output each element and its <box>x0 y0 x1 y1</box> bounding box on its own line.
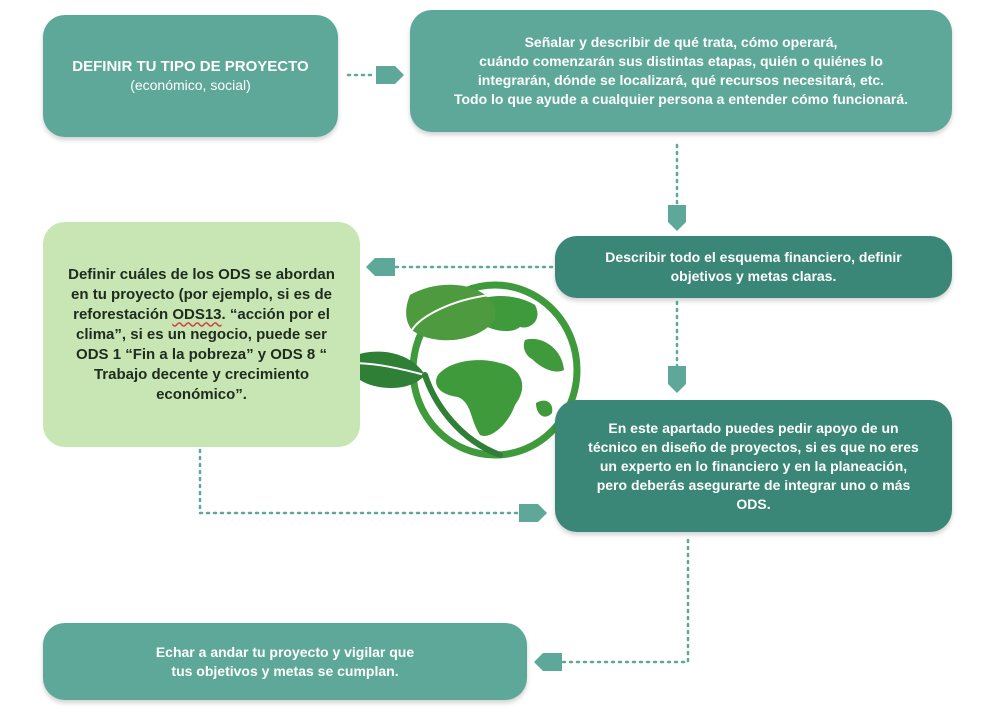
step-launch-line: tus objetivos y metas se cumplan. <box>171 662 399 679</box>
step-type-box: DEFINIR TU TIPO DE PROYECTO (económico, … <box>43 15 338 137</box>
step-ods-text-2: . “acción por el clima”, si es un negoci… <box>76 305 330 403</box>
step-describe-box: Señalar y describir de qué trata, cómo o… <box>410 10 952 132</box>
step-ods-bold-intro: Definir cuáles de los ODS se abordan en … <box>68 265 335 303</box>
arrow-down-icon <box>668 366 686 393</box>
connector-ods-support <box>198 448 521 515</box>
step-describe-content: Señalar y describir de qué trata, cómo o… <box>454 33 908 109</box>
step-type-title: DEFINIR TU TIPO DE PROYECTO <box>72 58 309 75</box>
step-financial-line: Describir todo el esquema financiero, de… <box>605 249 902 265</box>
step-ods-text-1: (por ejemplo, si es de reforestación <box>73 285 332 323</box>
step-financial-content: Describir todo el esquema financiero, de… <box>605 248 901 286</box>
step-describe-line: Todo lo que ayude a cualquier persona a … <box>453 91 909 107</box>
arrow-right-icon <box>519 504 547 522</box>
arrow-right-icon <box>376 66 404 84</box>
step-type-content: DEFINIR TU TIPO DE PROYECTO (económico, … <box>72 57 308 95</box>
arrow-left-icon <box>366 258 395 276</box>
step-support-line: un experto en lo financiero y en la plan… <box>599 457 908 474</box>
step-support-line: técnico en diseño de proyectos, si es qu… <box>588 438 919 455</box>
step-support-box: En este apartado puedes pedir apoyo de u… <box>555 400 952 532</box>
step-launch-line: Echar a andar tu proyecto y vigilar que <box>155 643 415 660</box>
step-support-line: ODS. <box>736 495 771 512</box>
step-support-line: pero deberás asegurarte de integrar uno … <box>596 476 911 493</box>
step-ods-content: Definir cuáles de los ODS se abordan en … <box>65 265 338 405</box>
step-financial-box: Describir todo el esquema financiero, de… <box>555 236 952 298</box>
step-launch-box: Echar a andar tu proyecto y vigilar que … <box>43 623 527 700</box>
step-ods-ods13: ODS13 <box>172 305 222 323</box>
step-ods-box: Definir cuáles de los ODS se abordan en … <box>43 222 360 447</box>
step-support-content: En este apartado puedes pedir apoyo de u… <box>588 419 919 514</box>
step-type-subtitle: (económico, social) <box>130 77 251 93</box>
step-describe-line: Señalar y describir de qué trata, cómo o… <box>524 34 838 50</box>
step-financial-line: objetivos y metas claras. <box>670 268 837 284</box>
arrow-down-icon <box>668 205 686 231</box>
step-describe-line: integrarán, dónde se localizará, qué rec… <box>477 72 885 88</box>
arrow-left-icon <box>534 653 562 671</box>
connector-support-launch <box>560 538 690 664</box>
step-support-line: En este apartado puedes pedir apoyo de u… <box>608 419 899 436</box>
step-describe-line: cuándo comenzarán sus distintas etapas, … <box>479 53 883 69</box>
globe-leaves-icon <box>345 281 581 459</box>
step-launch-content: Echar a andar tu proyecto y vigilar que … <box>156 643 414 681</box>
